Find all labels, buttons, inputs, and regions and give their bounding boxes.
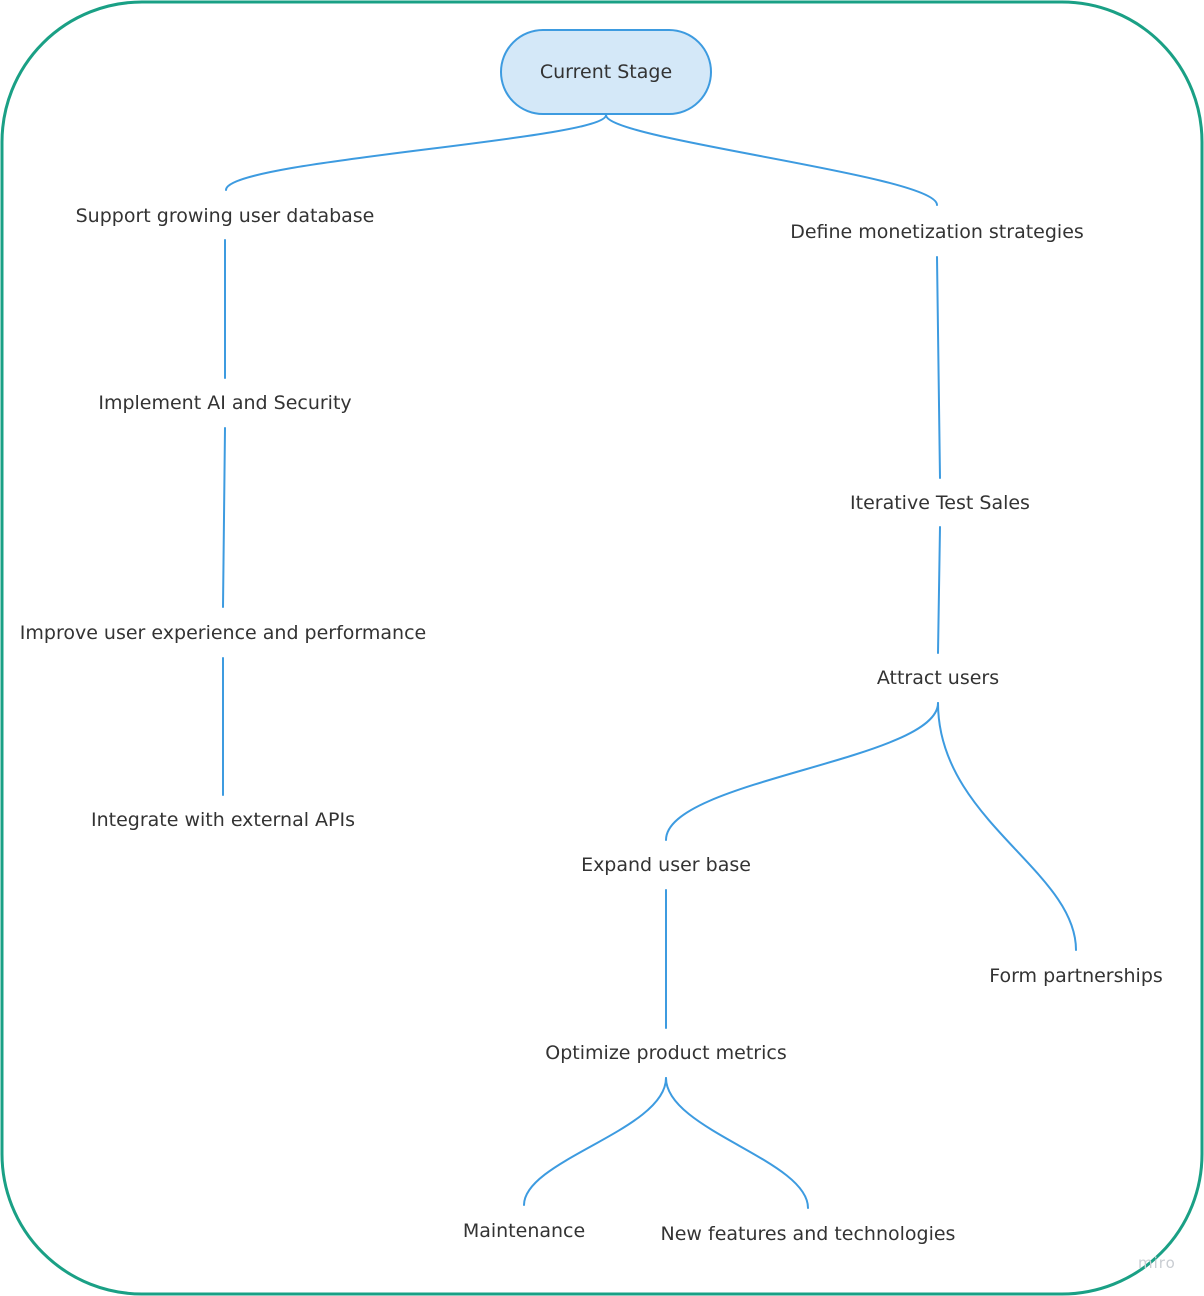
node-form-partnerships[interactable]: Form partnerships xyxy=(989,965,1163,987)
connector-metrics-maintenance xyxy=(523,1077,667,1206)
node-implement-ai-security[interactable]: Implement AI and Security xyxy=(98,392,352,414)
connector-root-monetization xyxy=(605,114,938,206)
node-attract-users[interactable]: Attract users xyxy=(876,667,1000,689)
node-iterative-test-sales[interactable]: Iterative Test Sales xyxy=(850,492,1030,514)
node-optimize-product-metrics[interactable]: Optimize product metrics xyxy=(545,1042,787,1064)
connector-metrics-newfeatures xyxy=(665,1077,809,1209)
node-define-monetization[interactable]: Define monetization strategies xyxy=(790,221,1084,243)
miro-watermark: miro xyxy=(1138,1254,1176,1272)
connector-attract-partnerships xyxy=(937,702,1077,951)
connector-monetization-testsales xyxy=(936,256,941,479)
node-integrate-external-apis[interactable]: Integrate with external APIs xyxy=(90,809,356,831)
connector-attract-expand xyxy=(665,702,939,841)
node-expand-user-base[interactable]: Expand user base xyxy=(581,854,751,876)
node-new-features-technologies[interactable]: New features and technologies xyxy=(660,1223,956,1245)
connector-testsales-attract xyxy=(937,526,941,654)
root-node-label: Current Stage xyxy=(539,61,673,83)
node-support-growing-user-database[interactable]: Support growing user database xyxy=(75,205,375,227)
node-improve-ux-performance[interactable]: Improve user experience and performance xyxy=(19,622,427,644)
root-node-current-stage[interactable]: Current Stage xyxy=(500,29,712,115)
connector-root-support xyxy=(225,114,607,191)
node-maintenance[interactable]: Maintenance xyxy=(462,1220,586,1242)
connector-ai-ux xyxy=(222,427,226,608)
